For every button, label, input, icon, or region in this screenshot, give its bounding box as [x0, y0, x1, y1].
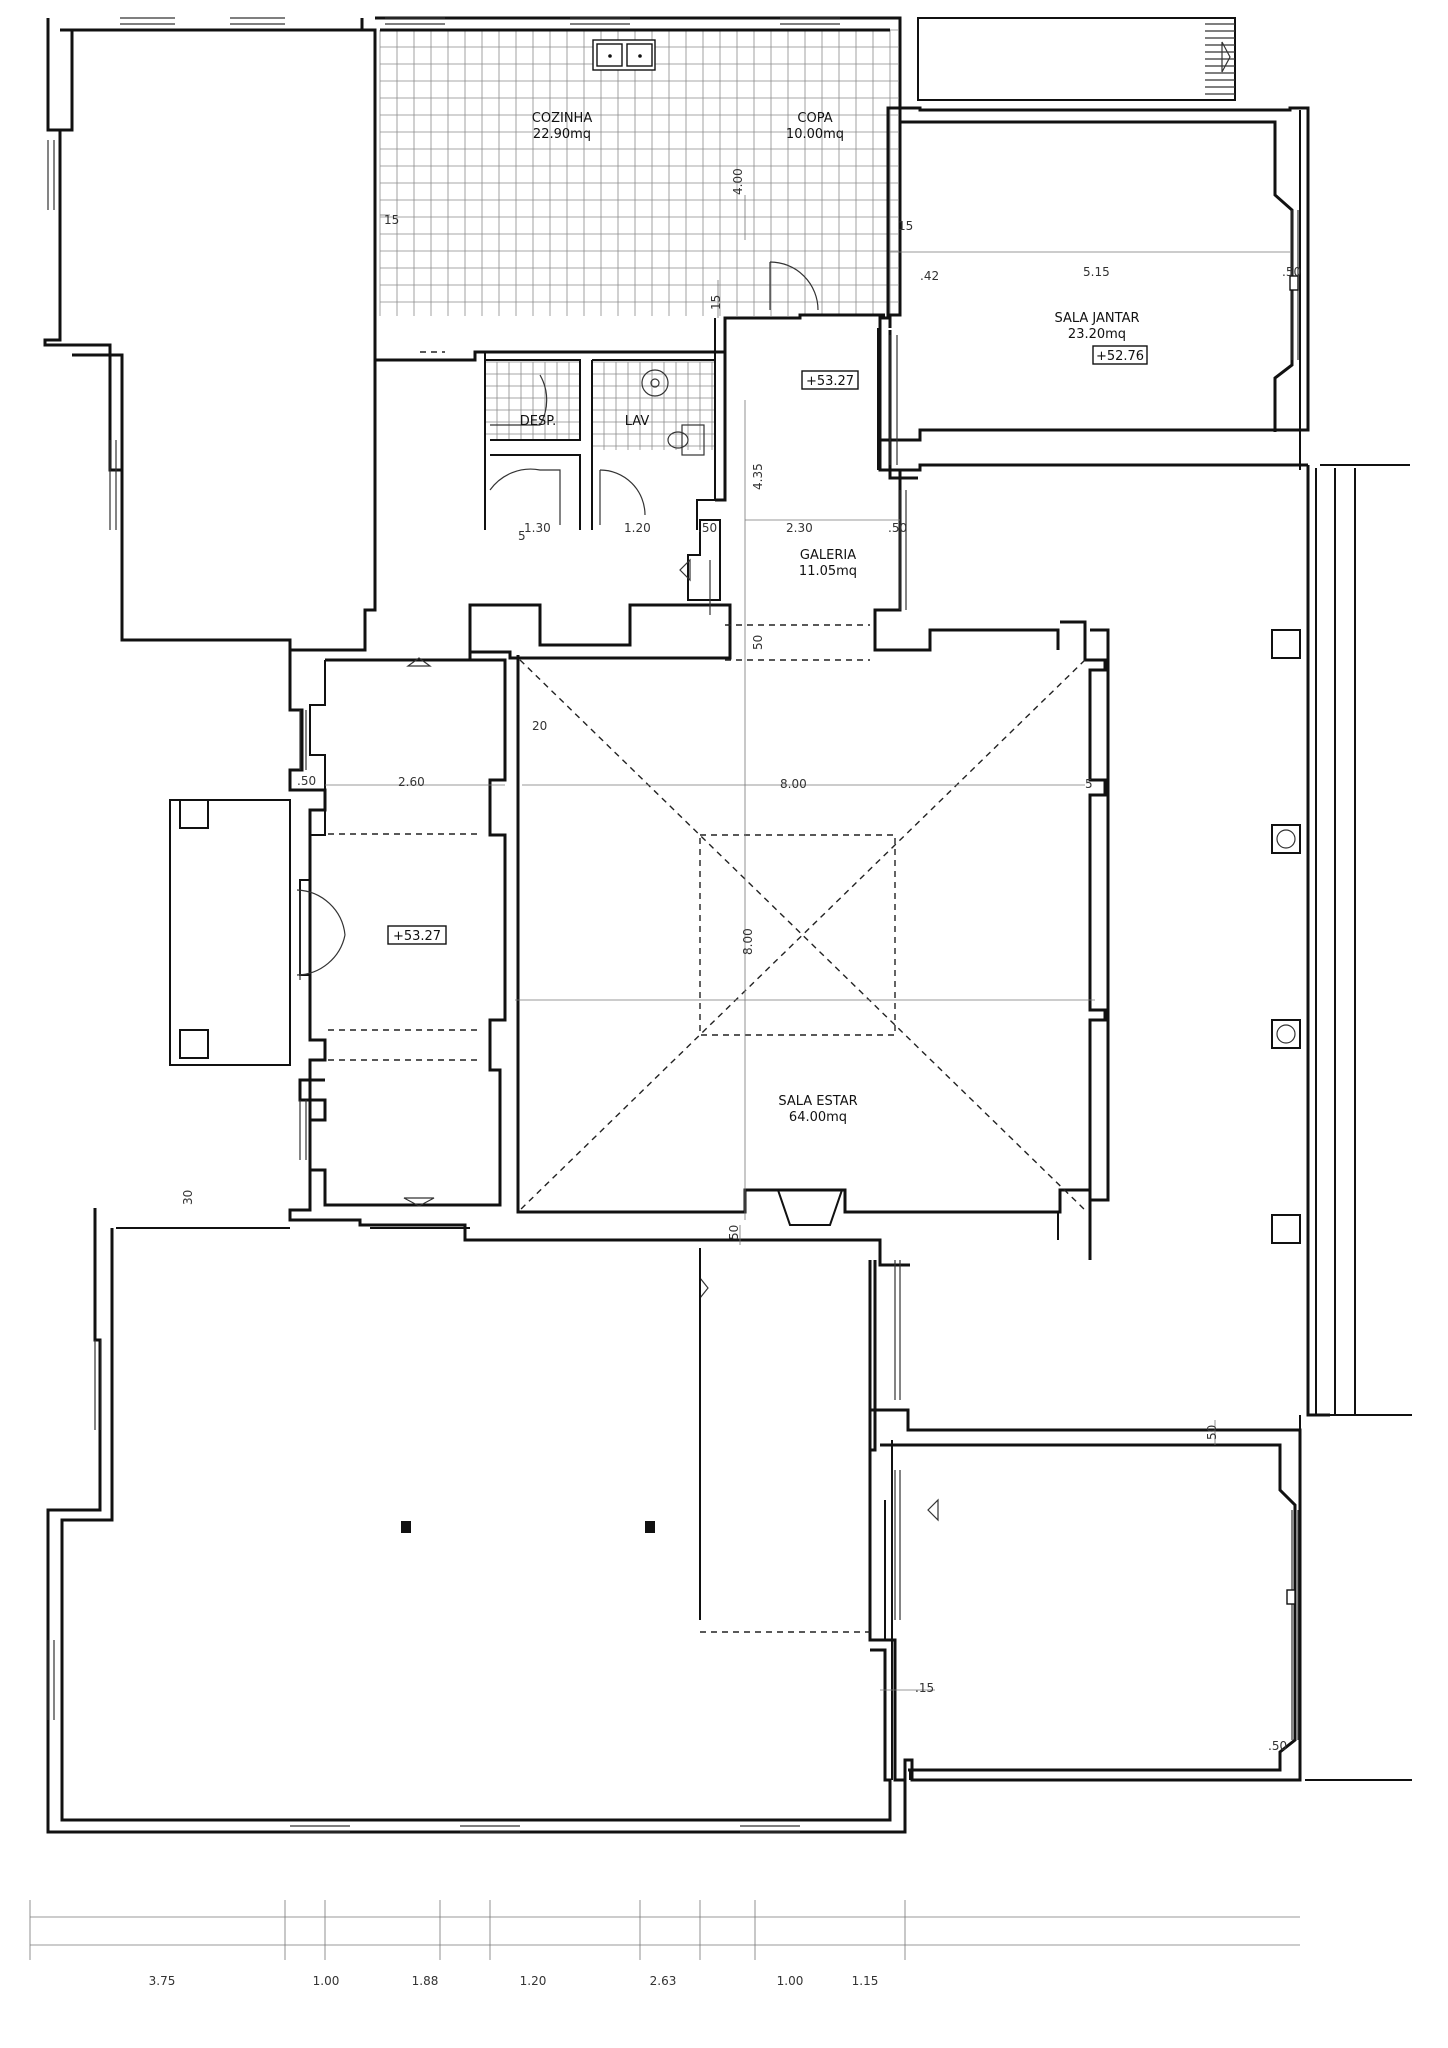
dim-label: .50	[1282, 265, 1301, 279]
dimension-guides	[325, 195, 1290, 1691]
dim-label: 50	[1205, 1425, 1219, 1440]
cozinha-area: 22.90mq	[533, 127, 591, 142]
dim-label: 8.00	[741, 928, 755, 955]
desp-name: DESP.	[520, 414, 556, 429]
dim-label: .50	[1268, 1739, 1287, 1753]
scale-label: 1.20	[520, 1974, 547, 1988]
scale-label: 2.63	[650, 1974, 677, 1988]
dim-label: .42	[920, 269, 939, 283]
cozinha-name: COZINHA	[532, 111, 593, 126]
dim-label: 2.60	[398, 775, 425, 789]
scale-label: 1.00	[313, 1974, 340, 1988]
galeria-area: 11.05mq	[799, 564, 857, 579]
lav-name: LAV	[625, 414, 650, 429]
dim-label: 15	[709, 295, 723, 310]
scale-label: 1.15	[852, 1974, 879, 1988]
hall-upper-level: +53.27	[806, 374, 854, 389]
columns	[179, 629, 1301, 1244]
dim-label: 1.20	[624, 521, 651, 535]
corridor-level: +53.27	[393, 929, 441, 944]
dim-label: 4.35	[751, 463, 765, 490]
dim-label: .15	[915, 1681, 934, 1695]
dim-label: 50	[727, 1225, 741, 1240]
walls	[43, 16, 1412, 1834]
dim-label: 2.30	[786, 521, 813, 535]
sala-jantar-level: +52.76	[1096, 349, 1144, 364]
dim-label: 30	[181, 1190, 195, 1205]
dashed-lines	[328, 351, 1086, 1633]
scale-bar	[29, 1900, 1300, 1960]
galeria-name: GALERIA	[800, 548, 856, 563]
scale-label: 1.88	[412, 1974, 439, 1988]
arrow-markers	[401, 41, 1231, 1620]
dim-label: 5	[518, 529, 526, 543]
sala-jantar-name: SALA JANTAR	[1054, 311, 1139, 326]
dim-label: .50	[888, 521, 907, 535]
kitchen-sink	[592, 39, 656, 71]
doors	[296, 261, 819, 980]
scale-label: 3.75	[149, 1974, 176, 1988]
dim-label: 5	[1085, 777, 1093, 791]
windows	[47, 17, 1299, 1833]
dim-label: 5.15	[1083, 265, 1110, 279]
scale-label: 1.00	[777, 1974, 804, 1988]
dim-label: 8.00	[780, 777, 807, 791]
window-marker	[1289, 275, 1299, 291]
dim-label: 50	[751, 635, 765, 650]
scale-labels: 3.75 1.00 1.88 1.20 2.63 1.00 1.15	[149, 1974, 879, 1988]
room-labels: COZINHA 22.90mq COPA 10.00mq SALA JANTAR…	[387, 111, 1148, 1125]
sala-estar-name: SALA ESTAR	[778, 1094, 857, 1109]
sala-jantar-area: 23.20mq	[1068, 327, 1126, 342]
dim-label: 15	[898, 219, 913, 233]
dim-label: 15	[384, 213, 399, 227]
dim-label: .50	[297, 774, 316, 788]
sala-estar-area: 64.00mq	[789, 1110, 847, 1125]
dim-label: 20	[532, 719, 547, 733]
dim-label: 1.30	[524, 521, 551, 535]
dim-label: .50	[698, 521, 717, 535]
lav-fixtures	[641, 369, 705, 456]
dim-label: 4.00	[731, 168, 745, 195]
dimension-labels: 15 4.00 15 .42 15 5.15 .50 4.35 1.30 1.2…	[181, 168, 1301, 1753]
copa-area: 10.00mq	[786, 127, 844, 142]
window-marker	[1286, 1589, 1296, 1605]
copa-name: COPA	[797, 111, 832, 126]
